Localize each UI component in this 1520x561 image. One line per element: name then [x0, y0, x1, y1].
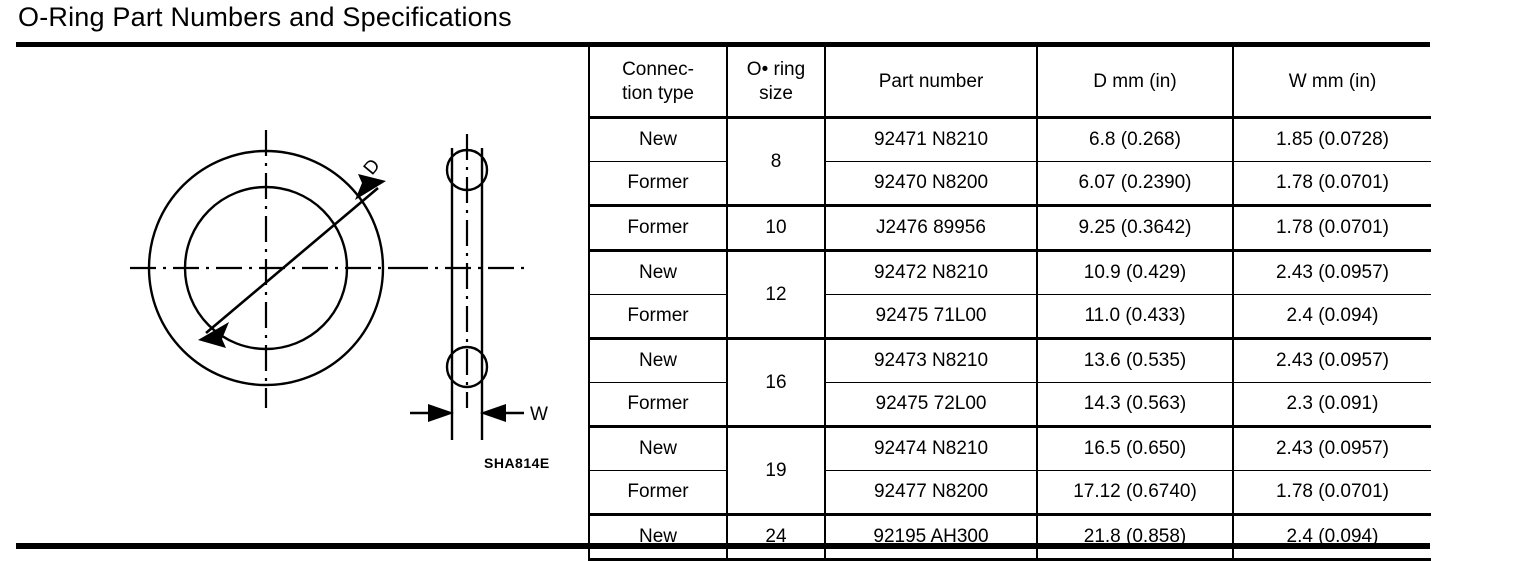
- bottom-divider-rule: [16, 543, 1430, 549]
- oring-diagram: D W: [110, 108, 580, 498]
- cell-diameter: 10.9 (0.429): [1036, 249, 1234, 295]
- diameter-arrowhead-upper: [355, 174, 386, 200]
- cell-width: 2.43 (0.0957): [1232, 249, 1431, 295]
- cell-diameter: 14.3 (0.563): [1036, 382, 1234, 427]
- title-divider-rule: [16, 42, 1430, 47]
- cell-diameter: 6.8 (0.268): [1036, 116, 1234, 162]
- page-title: O-Ring Part Numbers and Specifications: [18, 2, 512, 32]
- cell-part-number: 92472 N8210: [824, 249, 1038, 295]
- header-diameter: D mm (in): [1036, 47, 1234, 119]
- figure-code: SHA814E: [484, 455, 550, 471]
- cell-connection-type: Former: [588, 382, 728, 427]
- diameter-dimension: D: [198, 155, 386, 348]
- cell-oring-size: 10: [726, 204, 826, 251]
- width-dimension: W: [410, 404, 548, 425]
- header-connection-type-line1: Connec-: [622, 58, 694, 80]
- cell-connection-type: Former: [588, 470, 728, 515]
- table-header-row: Connec- tion type O• ring size Part numb…: [588, 47, 1431, 119]
- cell-connection-type: New: [588, 116, 728, 162]
- cell-width: 2.4 (0.094): [1232, 294, 1431, 339]
- cell-connection-type: New: [588, 425, 728, 471]
- header-oring-size-line1: O• ring: [746, 58, 806, 80]
- cell-diameter: 6.07 (0.2390): [1036, 161, 1234, 206]
- cell-connection-type: Former: [588, 161, 728, 206]
- cell-part-number: 92473 N8210: [824, 337, 1038, 383]
- cell-connection-type: Former: [588, 204, 728, 251]
- front-view-centerlines: [130, 130, 402, 408]
- cell-diameter: 17.12 (0.6740): [1036, 470, 1234, 515]
- cell-oring-size: 16: [726, 337, 826, 427]
- header-part-number: Part number: [824, 47, 1038, 119]
- cell-diameter: 13.6 (0.535): [1036, 337, 1234, 383]
- cell-part-number: 92475 71L00: [824, 294, 1038, 339]
- cell-oring-size: 12: [726, 249, 826, 339]
- cell-diameter: 21.8 (0.858): [1036, 513, 1234, 561]
- cell-part-number: 92474 N8210: [824, 425, 1038, 471]
- cell-oring-size: 19: [726, 425, 826, 515]
- cell-connection-type: Former: [588, 294, 728, 339]
- cell-connection-type: New: [588, 249, 728, 295]
- diameter-arrowhead-lower: [198, 322, 229, 348]
- side-view-centerlines: [402, 134, 530, 408]
- cell-oring-size: 24: [726, 513, 826, 561]
- cell-oring-size: 8: [726, 116, 826, 206]
- cell-width: 1.78 (0.0701): [1232, 161, 1431, 206]
- header-width: W mm (in): [1232, 47, 1431, 119]
- oring-diagram-svg: D W: [130, 130, 548, 440]
- cell-part-number: 92195 AH300: [824, 513, 1038, 561]
- cell-part-number: 92470 N8200: [824, 161, 1038, 206]
- width-arrowhead-left: [428, 404, 454, 422]
- cell-connection-type: New: [588, 513, 728, 561]
- width-label: W: [530, 404, 548, 425]
- diameter-arrow-line: [205, 187, 379, 334]
- cell-width: 2.43 (0.0957): [1232, 337, 1431, 383]
- cell-width: 1.78 (0.0701): [1232, 204, 1431, 251]
- cell-width: 2.3 (0.091): [1232, 382, 1431, 427]
- header-oring-size: O• ring size: [726, 47, 826, 119]
- cell-diameter: 11.0 (0.433): [1036, 294, 1234, 339]
- header-connection-type-line2: tion type: [622, 82, 694, 104]
- oring-spec-table: Connec- tion type O• ring size Part numb…: [588, 47, 1431, 561]
- header-oring-size-line2: size: [759, 82, 793, 104]
- cell-width: 2.4 (0.094): [1232, 513, 1431, 561]
- cell-width: 1.78 (0.0701): [1232, 470, 1431, 515]
- cell-part-number: J2476 89956: [824, 204, 1038, 251]
- cell-diameter: 9.25 (0.3642): [1036, 204, 1234, 251]
- cell-part-number: 92471 N8210: [824, 116, 1038, 162]
- cell-part-number: 92477 N8200: [824, 470, 1038, 515]
- cell-width: 2.43 (0.0957): [1232, 425, 1431, 471]
- cell-diameter: 16.5 (0.650): [1036, 425, 1234, 471]
- width-arrowhead-right: [480, 404, 506, 422]
- header-connection-type: Connec- tion type: [588, 47, 728, 119]
- cell-connection-type: New: [588, 337, 728, 383]
- cell-part-number: 92475 72L00: [824, 382, 1038, 427]
- cell-width: 1.85 (0.0728): [1232, 116, 1431, 162]
- side-section-circle-bottom: [445, 345, 489, 389]
